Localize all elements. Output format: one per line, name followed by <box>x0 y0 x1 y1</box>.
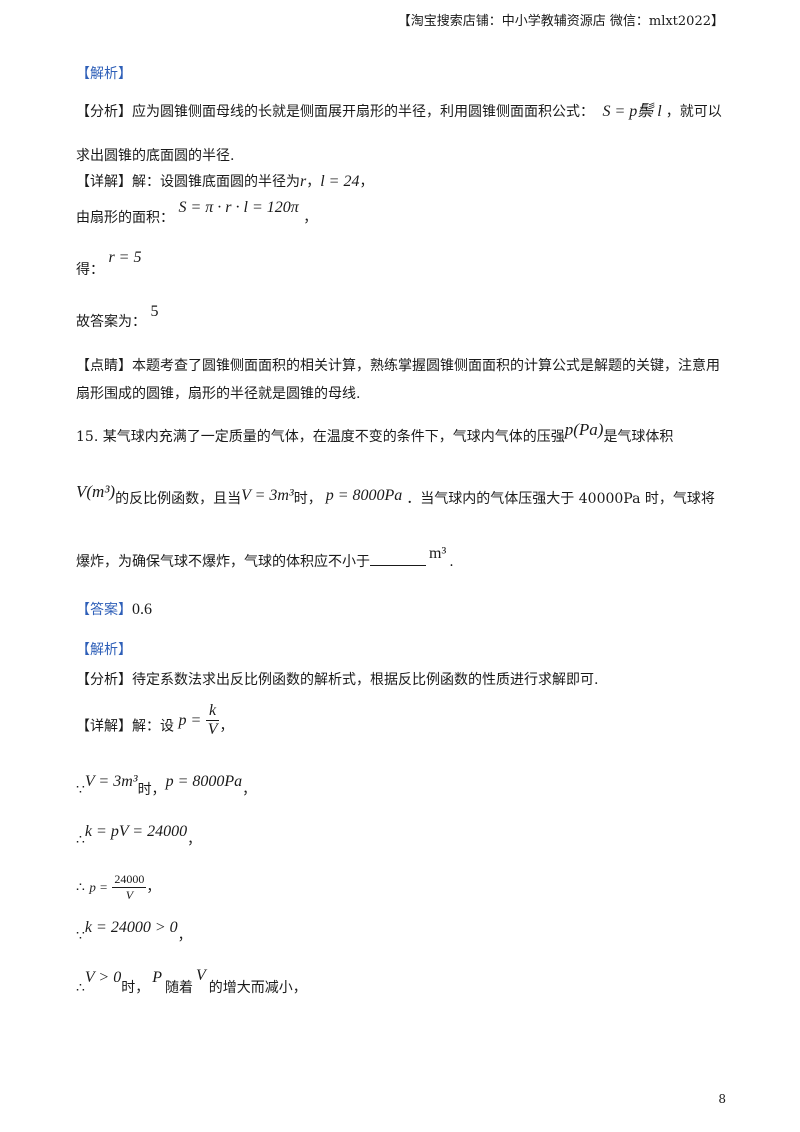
comma: ， <box>303 210 318 226</box>
dianjing-line-1: 【点睛】本题考查了圆锥侧面面积的相关计算，熟练掌握圆锥侧面面积的计算公式是解题的… <box>76 356 720 376</box>
step3-fraction: 24000 V <box>112 872 147 903</box>
therefore-symbol: ∴ <box>76 879 85 896</box>
separator: ， <box>306 174 321 190</box>
analysis-line-1: 【分析】应为圆锥侧面母线的长就是侧面展开扇形的半径，利用圆锥侧面面积公式： S … <box>76 102 722 122</box>
step4-equation: k = 24000 > 0 <box>84 919 178 936</box>
section-tag-jiexi: 【解析】 <box>76 66 132 82</box>
page-number: 8 <box>718 1092 726 1106</box>
de-label: 得： <box>76 262 104 278</box>
q15-line-3: 爆炸，为确保气球不爆炸，气球的体积应不小于 m³. <box>76 545 454 572</box>
r-equation: r = 5 <box>108 249 142 266</box>
fraction-numerator: k <box>205 702 220 721</box>
q15-text-1-end: 是气球体积 <box>603 429 674 445</box>
q15-unit: m³ <box>429 545 447 562</box>
step-1: ∵V = 3m³时，p = 8000Pa， <box>76 773 257 800</box>
ans15-detail-text: 解：设 <box>132 718 174 735</box>
step-4: ∵k = 24000 > 0， <box>76 919 192 946</box>
q15-volume-symbol: V(m³) <box>76 482 116 501</box>
q15-text-2b: 时， <box>293 491 322 507</box>
ans15-analysis-text: 待定系数法求出反比例函数的解析式，根据反比例函数的性质进行求解即可. <box>132 672 599 688</box>
q15-period: . <box>449 554 454 570</box>
q15-p-equation: p = 8000Pa <box>325 487 403 504</box>
analysis-text: 应为圆锥侧面母线的长就是侧面展开扇形的半径，利用圆锥侧面面积公式： <box>132 104 594 120</box>
analysis-text-2: 求出圆锥的底面圆的半径. <box>76 148 235 164</box>
answer-blank[interactable] <box>370 553 426 566</box>
ans15-analysis: 【分析】待定系数法求出反比例函数的解析式，根据反比例函数的性质进行求解即可. <box>76 670 598 690</box>
step-2: ∴k = pV = 24000， <box>76 823 202 850</box>
k-over-v-fraction: k V <box>205 702 220 739</box>
area-line: 由扇形的面积： S = π · r · l = 120π ， <box>76 199 318 228</box>
q15-number: 15. <box>76 429 99 445</box>
ans15-tag-jiexi: 【解析】 <box>76 642 132 658</box>
cone-area-formula: S = p鬃 l <box>602 103 662 120</box>
step3-lhs: p = <box>89 879 108 895</box>
therefore-symbol: ∴ <box>76 980 85 996</box>
comma: ， <box>146 879 161 896</box>
var-r: r <box>300 173 307 190</box>
detail-text: 解：设圆锥底面圆的半径为 <box>132 174 300 190</box>
step2-equation: k = pV = 24000 <box>84 823 188 840</box>
ans15-answer-line: 【答案】0.6 <box>76 600 152 620</box>
tag-xiangjie: 【详解】 <box>76 718 132 735</box>
q15-line-2: V(m³)的反比例函数，且当V = 3m³时，p = 8000Pa．当气球内的气… <box>76 482 715 509</box>
therefore-symbol: ∴ <box>76 832 85 848</box>
answer-label: 故答案为： <box>76 314 146 330</box>
dianjing-text-2: 扇形围成的圆锥，扇形的半径就是圆锥的母线. <box>76 386 361 402</box>
step-5: ∴V > 0时，P随着V的增大而减小， <box>76 967 307 998</box>
q15-pressure-symbol: p(Pa) <box>564 420 604 439</box>
step5-end: 的增大而减小， <box>208 980 307 996</box>
step5-p: P <box>152 969 162 986</box>
answer-line: 故答案为： 5 <box>76 303 158 332</box>
step-3: ∴ p = 24000 V ， <box>76 872 160 903</box>
answer-value: 5 <box>150 303 159 320</box>
l-equation: l = 24 <box>320 173 360 190</box>
q15-text-1: 某气球内充满了一定质量的气体，在温度不变的条件下，气球内气体的压强 <box>102 429 565 445</box>
q15-text-3: 爆炸，为确保气球不爆炸，气球的体积应不小于 <box>76 554 370 570</box>
because-symbol: ∵ <box>76 928 85 944</box>
q15-v-equation: V = 3m³ <box>241 487 294 504</box>
detail-line-1: 【详解】解：设圆锥底面圆的半径为r，l = 24， <box>76 172 373 192</box>
step5-suizhe: 随着 <box>164 980 193 996</box>
ans15-value: 0.6 <box>132 601 152 618</box>
tag-xiangjie: 【详解】 <box>76 174 132 190</box>
analysis-end: ，就可以 <box>665 104 722 120</box>
step5-V: V <box>195 967 206 984</box>
comma: ， <box>242 782 257 798</box>
tag-dianjing: 【点睛】 <box>76 358 132 374</box>
step1-p: p = 8000Pa <box>165 773 243 790</box>
comma: ， <box>219 718 234 735</box>
result-line: 得： r = 5 <box>76 249 141 280</box>
q15-text-2c: ．当气球内的气体压强大于 40000Pa 时，气球将 <box>406 491 715 507</box>
fraction-denominator: V <box>207 721 218 738</box>
comma: ， <box>187 832 202 848</box>
tag-daan: 【答案】 <box>76 602 132 618</box>
tag-fenxi: 【分析】 <box>76 672 132 688</box>
step1-shi: 时， <box>137 782 166 798</box>
tag-fenxi: 【分析】 <box>76 104 132 120</box>
q15-line-1: 15. 某气球内充满了一定质量的气体，在温度不变的条件下，气球内气体的压强p(P… <box>76 420 674 447</box>
step5-v: V > 0 <box>84 969 122 986</box>
step5-shi: 时， <box>121 980 150 996</box>
header-store-banner: 【淘宝搜索店铺：中小学教辅资源店 微信：mlxt2022】 <box>397 14 724 29</box>
area-label: 由扇形的面积： <box>76 210 174 226</box>
ans15-detail: 【详解】解：设 p = k V ， <box>76 702 234 745</box>
comma: ， <box>177 928 192 944</box>
step3-denominator: V <box>125 888 134 902</box>
because-symbol: ∵ <box>76 782 85 798</box>
step3-numerator: 24000 <box>112 872 147 888</box>
p-lhs: p = <box>178 711 202 729</box>
area-formula: S = π · r · l = 120π <box>178 199 299 216</box>
dianjing-text: 本题考查了圆锥侧面面积的相关计算，熟练掌握圆锥侧面面积的计算公式是解题的关键，注… <box>132 358 720 374</box>
q15-text-2a: 的反比例函数，且当 <box>115 491 242 507</box>
step1-v: V = 3m³ <box>84 773 138 790</box>
separator: ， <box>359 174 374 190</box>
